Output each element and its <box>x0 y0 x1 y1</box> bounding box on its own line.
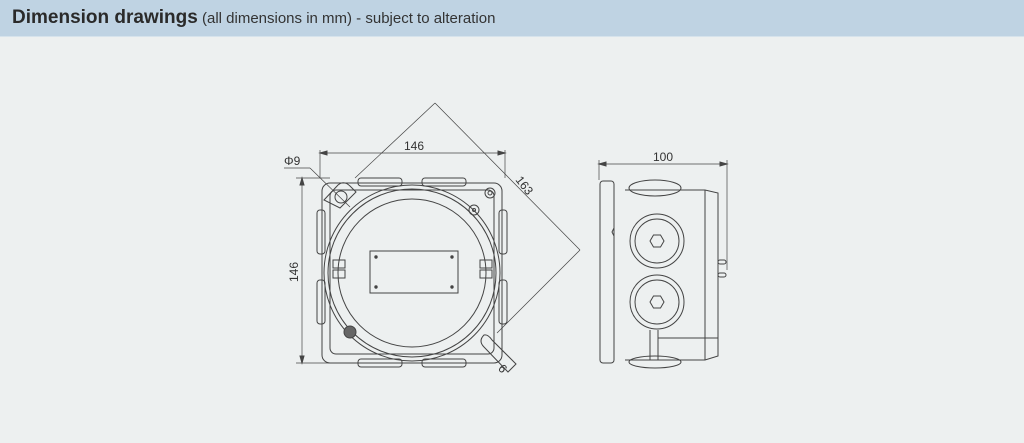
section-subtitle: (all dimensions in mm) - subject to alte… <box>197 10 496 27</box>
front-width-label: 146 <box>404 139 424 153</box>
front-height-label: 146 <box>287 262 301 282</box>
section-header: Dimension drawings (all dimensions in mm… <box>0 0 1024 37</box>
side-depth-label: 100 <box>653 150 673 164</box>
section-title: Dimension drawings (all dimensions in mm… <box>12 7 495 29</box>
slot-width-label: 9 <box>495 361 510 376</box>
side-view: 100 <box>597 150 729 369</box>
hole-diameter-label: Φ9 <box>284 154 301 168</box>
front-diagonal-label: 163 <box>513 173 537 198</box>
front-view: 146 146 163 Φ9 <box>284 102 581 376</box>
title-text: Dimension drawings <box>12 7 198 28</box>
